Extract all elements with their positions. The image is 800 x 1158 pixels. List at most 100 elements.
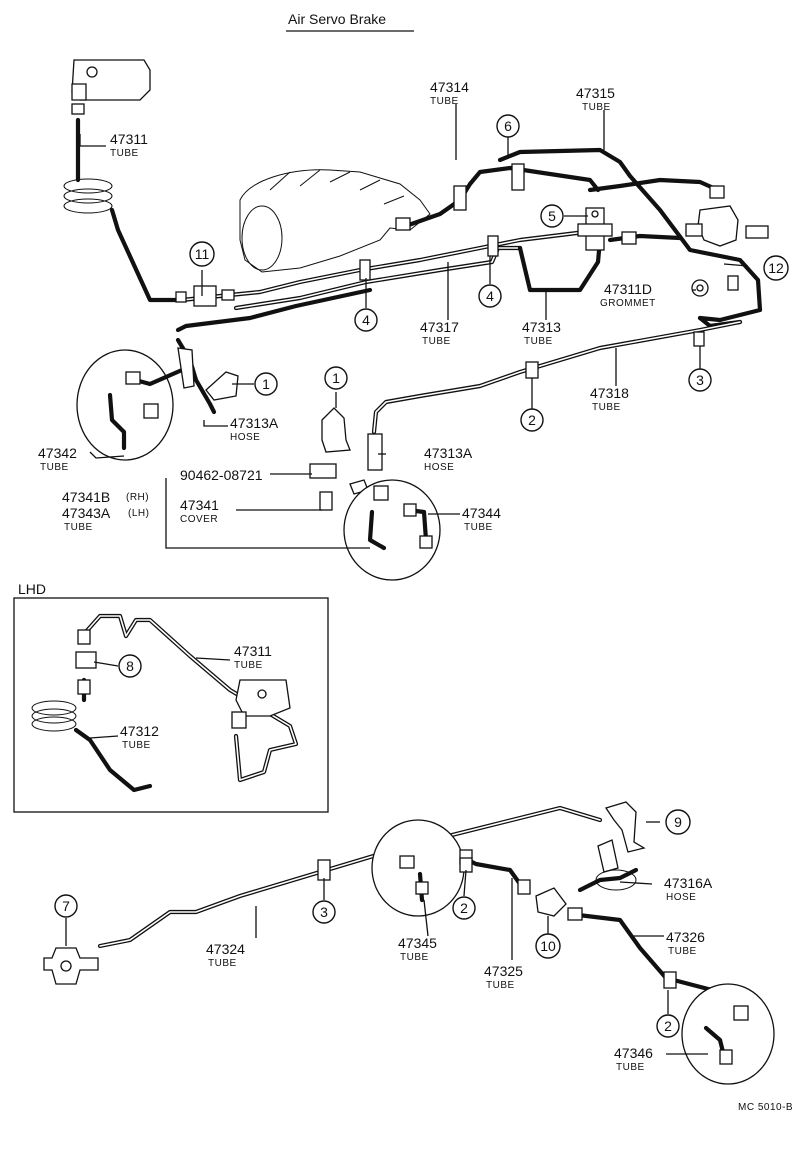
callout-9: 9 <box>665 809 691 835</box>
master-cylinder <box>71 59 151 115</box>
tube-47318-run <box>371 319 743 435</box>
svg-text:9: 9 <box>674 814 682 830</box>
svg-text:2: 2 <box>528 412 536 428</box>
tee-fitting-7 <box>43 947 99 985</box>
front-right-wheel-cylinder <box>343 479 441 581</box>
svg-text:7: 7 <box>62 898 70 914</box>
label-47313A-upper: 47313A HOSE <box>230 415 279 443</box>
label-47315: 47315 TUBE <box>576 85 615 113</box>
svg-text:1: 1 <box>262 376 270 392</box>
label-47326: 47326 TUBE <box>666 929 705 957</box>
diagram-title: Air Servo Brake <box>288 11 386 27</box>
upper-clamps <box>359 163 705 379</box>
label-47312: 47312 TUBE <box>120 723 159 751</box>
svg-text:(LH): (LH) <box>128 508 149 519</box>
rear-tube-runs <box>97 805 715 993</box>
label-47311D: 47311D GROMMET <box>600 281 656 309</box>
svg-text:TUBE: TUBE <box>40 462 69 473</box>
svg-text:11: 11 <box>195 246 210 262</box>
label-47344: 47344 TUBE <box>462 505 501 533</box>
svg-text:47341B: 47341B <box>62 489 110 505</box>
svg-text:(RH): (RH) <box>126 492 149 503</box>
svg-text:47311D: 47311D <box>604 281 652 297</box>
svg-text:47346: 47346 <box>614 1045 653 1061</box>
tee-fitting-11 <box>175 285 235 307</box>
front-left-wheel-cylinder <box>76 347 195 461</box>
tube-47311-coil <box>63 117 181 303</box>
svg-text:47341: 47341 <box>180 497 219 513</box>
footer-code: MC 5010-B <box>738 1102 793 1113</box>
label-47311-upper: 47311 TUBE <box>110 131 148 159</box>
svg-text:TUBE: TUBE <box>422 336 451 347</box>
lhd-label: LHD <box>18 581 46 597</box>
label-47345: 47345 TUBE <box>398 935 437 963</box>
svg-text:47324: 47324 <box>206 941 245 957</box>
svg-text:TUBE: TUBE <box>208 958 237 969</box>
callout-4-left: 4 <box>354 308 378 332</box>
svg-text:COVER: COVER <box>180 514 218 525</box>
svg-text:10: 10 <box>540 938 556 954</box>
label-47318: 47318 TUBE <box>590 385 629 413</box>
svg-text:47313: 47313 <box>522 319 561 335</box>
callout-10: 10 <box>535 933 561 959</box>
label-47346: 47346 TUBE <box>614 1045 653 1073</box>
label-47317: 47317 TUBE <box>420 319 459 347</box>
callout-6: 6 <box>496 114 520 138</box>
svg-text:TUBE: TUBE <box>430 96 459 107</box>
svg-text:47342: 47342 <box>38 445 77 461</box>
bracket-1-left <box>205 371 239 401</box>
bracket-9 <box>604 801 646 853</box>
tee-fitting-10 <box>517 839 637 921</box>
callout-4-right: 4 <box>478 284 502 308</box>
label-47311-lhd: 47311 TUBE <box>234 643 272 671</box>
label-47324: 47324 TUBE <box>206 941 245 969</box>
svg-text:47312: 47312 <box>120 723 159 739</box>
engine-outline <box>239 169 431 273</box>
label-47325: 47325 TUBE <box>484 963 523 991</box>
svg-text:3: 3 <box>320 904 328 920</box>
group-bracket <box>165 478 370 549</box>
svg-text:TUBE: TUBE <box>592 402 621 413</box>
callout-1-center: 1 <box>324 366 348 390</box>
svg-text:TUBE: TUBE <box>234 660 263 671</box>
callout-5: 5 <box>540 204 564 228</box>
label-47313A-lower: 47313A HOSE <box>424 445 473 473</box>
callout-3-upper: 3 <box>688 368 712 392</box>
svg-text:47313A: 47313A <box>230 415 279 431</box>
svg-text:GROMMET: GROMMET <box>600 298 656 309</box>
svg-text:TUBE: TUBE <box>64 522 93 533</box>
svg-text:TUBE: TUBE <box>524 336 553 347</box>
svg-text:47315: 47315 <box>576 85 615 101</box>
svg-text:5: 5 <box>548 208 556 224</box>
svg-text:47311: 47311 <box>234 643 272 659</box>
svg-text:47311: 47311 <box>110 131 148 147</box>
label-90462-08721: 90462-08721 <box>180 467 263 483</box>
label-47341: 47341 COVER <box>180 497 219 525</box>
callout-11: 11 <box>189 241 215 267</box>
svg-text:8: 8 <box>126 658 134 674</box>
label-47341B-47343A: 47341B (RH) 47343A (LH) TUBE <box>62 489 149 533</box>
svg-text:TUBE: TUBE <box>668 946 697 957</box>
svg-text:47343A: 47343A <box>62 505 111 521</box>
svg-text:47317: 47317 <box>420 319 459 335</box>
callout-12: 12 <box>763 255 789 281</box>
svg-text:TUBE: TUBE <box>486 980 515 991</box>
svg-text:TUBE: TUBE <box>122 740 151 751</box>
label-47342: 47342 TUBE <box>38 445 77 473</box>
leader-lines <box>65 104 749 1055</box>
proportioning-valve <box>685 185 769 247</box>
callout-3-lower: 3 <box>312 900 336 924</box>
svg-text:47344: 47344 <box>462 505 501 521</box>
svg-text:TUBE: TUBE <box>400 952 429 963</box>
bracket-1-center <box>321 407 351 453</box>
svg-text:47326: 47326 <box>666 929 705 945</box>
svg-text:4: 4 <box>486 288 494 304</box>
rear-right-wheel-cylinder <box>663 971 775 1085</box>
svg-text:2: 2 <box>664 1018 672 1034</box>
svg-text:HOSE: HOSE <box>666 892 696 903</box>
callout-2-upper: 2 <box>520 408 544 432</box>
callout-7: 7 <box>54 894 78 918</box>
upper-tube-runs <box>175 147 763 415</box>
svg-text:47314: 47314 <box>430 79 469 95</box>
